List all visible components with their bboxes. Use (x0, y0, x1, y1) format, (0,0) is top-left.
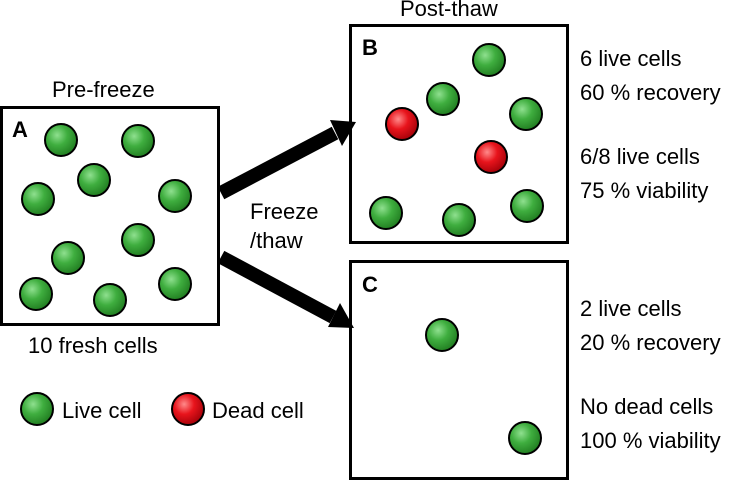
live-cell (121, 124, 155, 158)
arrow-label-line2: /thaw (250, 228, 303, 253)
live-cell (51, 241, 85, 275)
panel-b-live-count: 6 live cells (580, 46, 682, 71)
legend-dead-cell-icon (171, 392, 205, 426)
dead-cell (385, 107, 419, 141)
arrowhead-to-panel-b (330, 120, 356, 146)
freeze-thaw-arrows (217, 120, 356, 328)
panel-c-live-count: 2 live cells (580, 296, 682, 321)
panel-c-dead-count: No dead cells (580, 394, 714, 419)
live-cell (425, 318, 459, 352)
dead-cell (474, 140, 508, 174)
pre-freeze-label: Pre-freeze (52, 77, 155, 102)
panel-b-viability: 75 % viability (580, 178, 709, 203)
legend-live-cell-icon (20, 392, 54, 426)
panel-c-recovery: 20 % recovery (580, 330, 721, 355)
live-cell (158, 267, 192, 301)
live-cell (19, 277, 53, 311)
live-cell (369, 196, 403, 230)
arrow-to-panel-c (217, 250, 337, 324)
live-cell (509, 97, 543, 131)
live-cell (77, 163, 111, 197)
post-thaw-label: Post-thaw (400, 0, 498, 21)
live-cell (472, 43, 506, 77)
live-cell (508, 421, 542, 455)
live-cell (93, 283, 127, 317)
panel-c-viability: 100 % viability (580, 428, 721, 453)
panel-b-letter: B (362, 35, 378, 60)
live-cell (21, 182, 55, 216)
arrowhead-to-panel-c (328, 303, 354, 328)
live-cell (44, 123, 78, 157)
arrow-to-panel-b (217, 126, 339, 200)
live-cell (426, 82, 460, 116)
legend-live-label: Live cell (62, 398, 142, 423)
live-cell (442, 203, 476, 237)
panel-b-recovery: 60 % recovery (580, 80, 721, 105)
panel-a-letter: A (12, 117, 28, 142)
fresh-cells-label: 10 fresh cells (28, 333, 158, 358)
live-cell (121, 223, 155, 257)
live-cell (158, 179, 192, 213)
live-cell (510, 189, 544, 223)
cells-layer (19, 43, 544, 455)
panel-b-live-ratio: 6/8 live cells (580, 144, 700, 169)
arrow-label-line1: Freeze (250, 199, 319, 224)
panel-c-letter: C (362, 272, 378, 297)
legend-dead-label: Dead cell (212, 398, 304, 423)
